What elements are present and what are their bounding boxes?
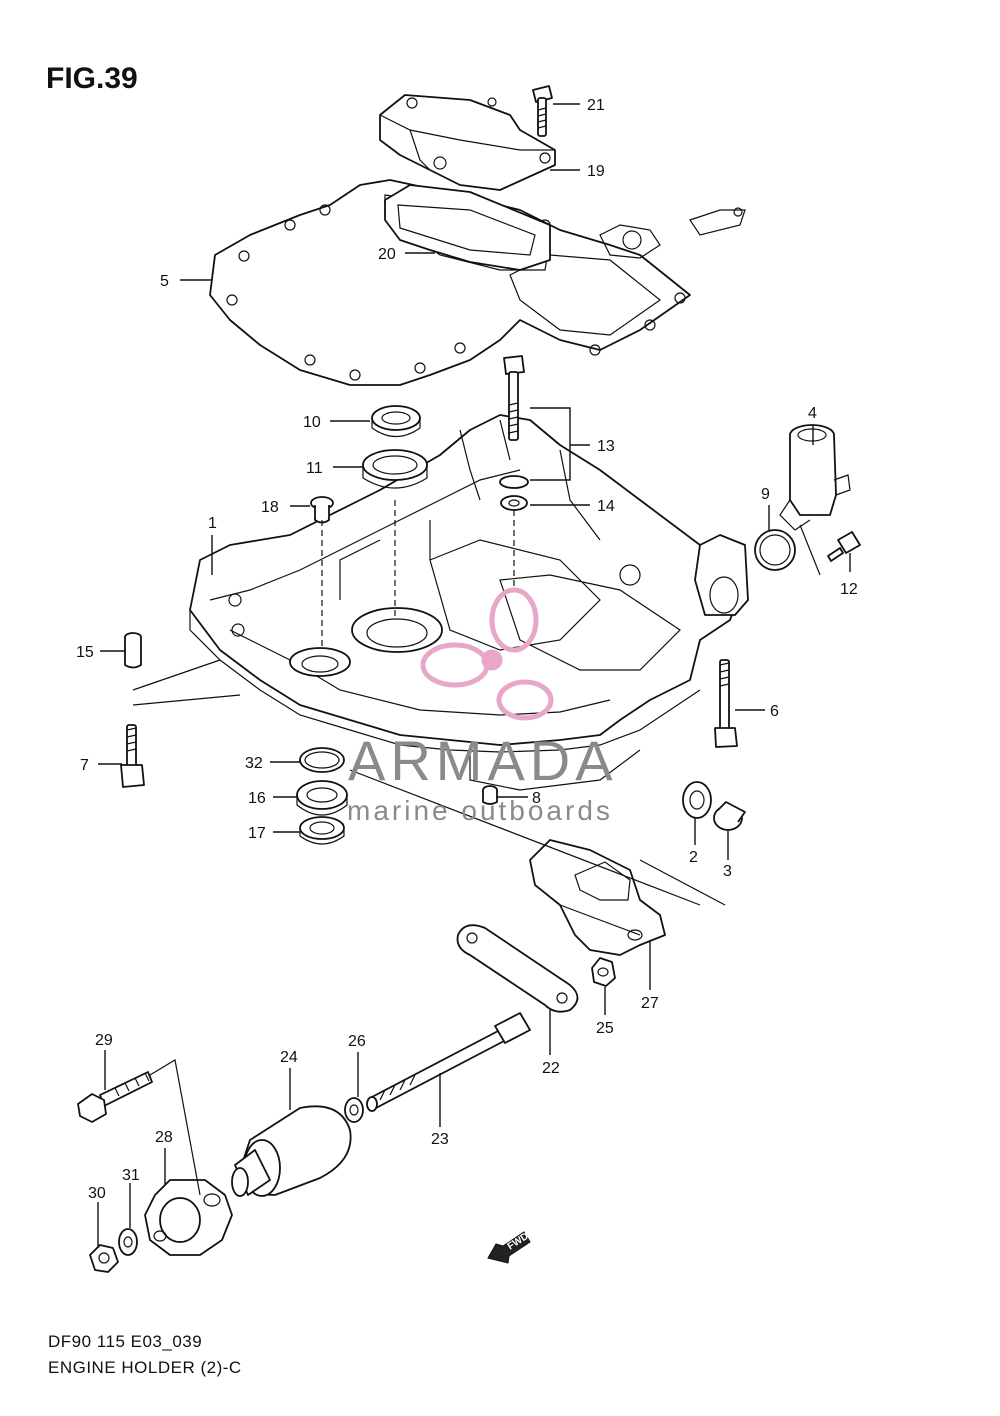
callout-13: 13 [597, 438, 615, 455]
callout-17: 17 [248, 825, 266, 842]
callout-28: 28 [155, 1129, 173, 1146]
o-ring-9 [754, 529, 796, 571]
callout-31: 31 [122, 1167, 140, 1184]
callout-24: 24 [280, 1049, 298, 1066]
oil-seal-11 [362, 449, 428, 489]
callout-19: 19 [587, 163, 605, 180]
bolt-23 [366, 1012, 531, 1112]
bolt-21 [532, 85, 553, 137]
callout-1: 1 [208, 515, 217, 532]
callout-8: 8 [532, 790, 541, 807]
nut-25 [591, 957, 616, 987]
oil-seal-10 [371, 405, 421, 438]
cover-19 [379, 94, 556, 191]
engine-holder-1 [189, 414, 749, 791]
fwd-arrow-icon: FWD [487, 1231, 531, 1264]
callout-32: 32 [245, 755, 263, 772]
leader-lines [97, 103, 851, 1248]
callout-2: 2 [689, 849, 698, 866]
callout-5: 5 [160, 273, 169, 290]
bracket-27 [529, 839, 666, 956]
diagram-code: DF90 115 E03_039 [48, 1332, 203, 1351]
callout-22: 22 [542, 1060, 560, 1077]
callout-10: 10 [303, 414, 321, 431]
callout-labels: 1 2 3 4 5 6 7 8 9 10 11 12 13 14 15 16 1… [76, 97, 858, 1202]
callout-12: 12 [840, 581, 858, 598]
callout-23: 23 [431, 1131, 449, 1148]
holder-28 [144, 1179, 233, 1256]
nut-30 [89, 1244, 119, 1273]
diagram-name: ENGINE HOLDER (2)-C [48, 1358, 242, 1377]
callout-11: 11 [306, 460, 323, 477]
mount-rubber-24 [231, 1105, 352, 1197]
callout-20: 20 [378, 246, 396, 263]
water-pipe-4 [779, 424, 851, 531]
plug-18 [310, 496, 334, 524]
washer-31 [118, 1228, 138, 1256]
armada-propeller-logo [420, 587, 554, 721]
bolt-12 [827, 531, 861, 562]
circlip-32 [299, 747, 345, 773]
bolt-13 [499, 355, 529, 511]
oil-seal-17 [299, 816, 345, 845]
gasket-2 [682, 781, 712, 819]
gasket-20 [384, 184, 551, 271]
callout-9: 9 [761, 486, 770, 503]
callout-14: 14 [597, 498, 615, 515]
gasket-22 [456, 924, 579, 1013]
watermark-tagline: marine outboards [347, 795, 613, 826]
bolt-6 [714, 659, 738, 748]
bolt-7 [120, 724, 145, 788]
callout-27: 27 [641, 995, 659, 1012]
callout-26: 26 [348, 1033, 366, 1050]
callout-3: 3 [723, 863, 732, 880]
callout-6: 6 [770, 703, 779, 720]
dowel-pin-15 [124, 632, 142, 669]
washer-26 [344, 1097, 364, 1123]
callout-16: 16 [248, 790, 266, 807]
watermark-brand: ARMADA [348, 729, 618, 792]
callout-21: 21 [587, 97, 605, 114]
callout-29: 29 [95, 1032, 113, 1049]
pin-8 [482, 785, 498, 805]
bearing-16 [296, 780, 348, 816]
callout-25: 25 [596, 1020, 614, 1037]
plug-3 [713, 801, 746, 831]
figure-title: FIG.39 [46, 62, 138, 95]
callout-4: 4 [808, 405, 817, 422]
callout-18: 18 [261, 499, 279, 516]
callout-15: 15 [76, 644, 94, 661]
callout-30: 30 [88, 1185, 106, 1202]
callout-7: 7 [80, 757, 89, 774]
bolt-29 [77, 1071, 153, 1123]
